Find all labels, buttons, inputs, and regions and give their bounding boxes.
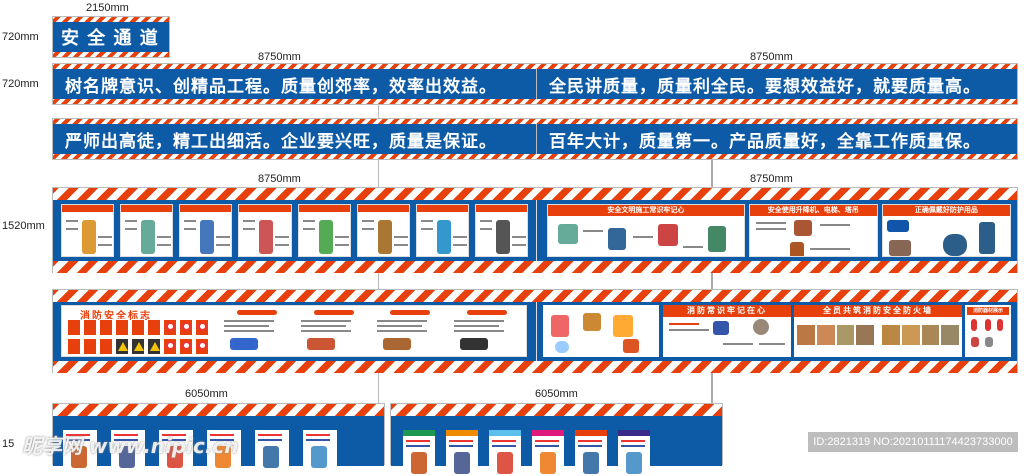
fire-sign-icon xyxy=(115,338,129,355)
vertical-poster xyxy=(618,430,650,476)
fire-info-block xyxy=(452,310,523,354)
poster-title: 消防安全标志 xyxy=(80,311,152,322)
fire-sign-icon xyxy=(99,338,113,355)
slogan-text: 严师出高徒，精工出细活。企业要兴旺，质量是保证。 xyxy=(65,131,497,152)
width-label: 2150mm xyxy=(86,2,129,14)
fire-sign-icon xyxy=(147,338,161,355)
height-label: 1520mm xyxy=(2,220,45,232)
fire-safety-board-row-4: 消防安全标志 消防常识牢记在心 全员共筑消防安全防火墙 消防器材展示 xyxy=(52,289,1018,373)
width-label: 8750mm xyxy=(750,173,793,185)
fire-sign-icon xyxy=(115,319,129,336)
fire-sign-icon xyxy=(67,319,81,336)
fire-sign-icon xyxy=(83,338,97,355)
poster-fire-equipment: 消防器材展示 xyxy=(965,305,1011,357)
vertical-poster-board-right xyxy=(390,403,723,476)
vertical-poster xyxy=(303,430,337,470)
height-label: 15 xyxy=(2,438,15,450)
slogan-text: 百年大计，质量第一。产品质量好，全靠工作质量保。 xyxy=(549,131,981,152)
width-label: 8750mm xyxy=(258,51,301,63)
slogan-text: 全民讲质量，质量利全民。要想效益好，就要质量高。 xyxy=(549,76,981,97)
fire-sign-icon xyxy=(131,319,145,336)
sign-text: 安 全 通 道 xyxy=(53,22,169,52)
height-label: 720mm xyxy=(2,31,39,43)
safety-passage-sign: 安 全 通 道 xyxy=(52,16,170,58)
safety-poster xyxy=(415,204,469,257)
vertical-poster xyxy=(255,430,289,470)
poster-elevator-crane: 安全使用升降机、电梯、塔吊 xyxy=(748,204,878,257)
slogan-banner-row-2: 严师出高徒，精工出细活。企业要兴旺，质量是保证。 百年大计，质量第一。产品质量好… xyxy=(52,118,1018,160)
slogan-text: 树名牌意识、创精品工程。质量创郊率，效率出效益。 xyxy=(65,76,497,97)
safety-poster xyxy=(120,204,174,257)
width-label: 6050mm xyxy=(535,388,578,400)
slogan-banner-row-1: 树名牌意识、创精品工程。质量创郊率，效率出效益。 全民讲质量，质量利全民。要想效… xyxy=(52,63,1018,105)
fire-info-block xyxy=(299,310,370,354)
poster-protective-equipment: 正确佩戴好防护用品 xyxy=(881,204,1011,257)
fire-sign-icon xyxy=(179,319,193,336)
vertical-poster xyxy=(403,430,435,476)
poster-firewall: 全员共筑消防安全防火墙 xyxy=(794,305,962,357)
safety-poster xyxy=(179,204,233,257)
fire-sign-icon xyxy=(179,338,193,355)
poster-civilized-construction: 安全文明施工常识牢记心 xyxy=(547,204,745,257)
height-label: 720mm xyxy=(2,78,39,90)
fire-sign-icon xyxy=(67,338,81,355)
safety-poster xyxy=(297,204,351,257)
vertical-poster xyxy=(489,430,521,476)
fire-sign-icon xyxy=(147,319,161,336)
poster-fire-safety-signs: 消防安全标志 xyxy=(61,305,527,357)
fire-sign-icon xyxy=(195,338,209,355)
width-label: 8750mm xyxy=(750,51,793,63)
vertical-poster xyxy=(446,430,478,476)
guide-line xyxy=(711,159,713,404)
watermark-logo: 昵享网 www.nipic.cn xyxy=(22,434,239,458)
fire-info-block xyxy=(222,310,293,354)
fire-sign-icon xyxy=(195,319,209,336)
poster-fire-knowledge: 消防常识牢记在心 xyxy=(663,305,791,357)
safety-poster xyxy=(474,204,528,257)
fire-sign-icon xyxy=(83,319,97,336)
vertical-poster xyxy=(575,430,607,476)
width-label: 8750mm xyxy=(258,173,301,185)
safety-poster xyxy=(356,204,410,257)
fire-sign-icon xyxy=(99,319,113,336)
safety-poster xyxy=(61,204,115,257)
fire-info-block xyxy=(375,310,446,354)
width-label: 6050mm xyxy=(185,388,228,400)
vertical-poster xyxy=(532,430,564,476)
poster-fire-cartoon xyxy=(543,305,659,357)
safety-board-row-3: 安全文明施工常识牢记心 安全使用升降机、电梯、塔吊 正确佩戴好防护用品 xyxy=(52,187,1018,273)
watermark-id: ID:2821319 NO:20210111174423733000 xyxy=(808,432,1018,452)
safety-poster xyxy=(238,204,292,257)
fire-sign-icon xyxy=(163,319,177,336)
fire-sign-icon xyxy=(131,338,145,355)
fire-sign-icon xyxy=(163,338,177,355)
